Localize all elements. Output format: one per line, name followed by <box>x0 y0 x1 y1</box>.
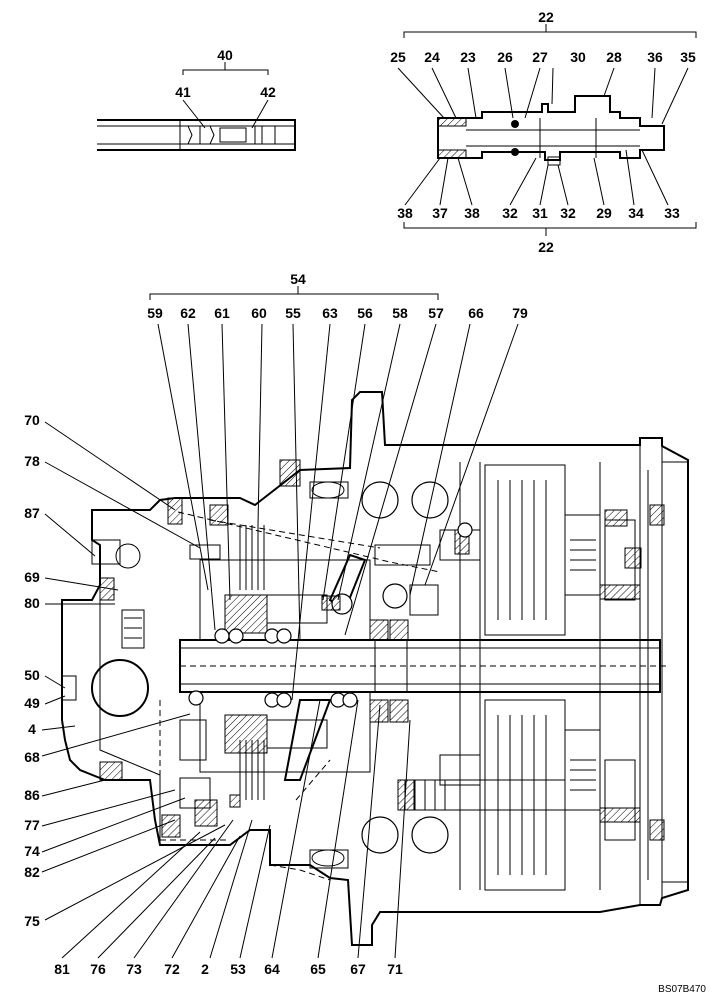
part-label-26: 26 <box>497 49 513 65</box>
part-label-41: 41 <box>175 84 191 100</box>
part-label-25: 25 <box>390 49 406 65</box>
part-label-38-right: 38 <box>464 205 480 221</box>
group-label-22-bottom: 22 <box>538 239 554 255</box>
part-label-73: 73 <box>126 961 142 977</box>
part-label-56: 56 <box>357 305 373 321</box>
part-label-80: 80 <box>24 595 40 611</box>
part-label-59: 59 <box>147 305 163 321</box>
part-label-64: 64 <box>264 961 280 977</box>
part-label-70: 70 <box>24 412 40 428</box>
part-label-79: 79 <box>512 305 528 321</box>
part-label-4: 4 <box>28 721 36 737</box>
spool-assembly-40 <box>97 62 296 151</box>
motor-cross-section <box>61 286 689 946</box>
part-label-37: 37 <box>432 205 448 221</box>
part-label-87: 87 <box>24 505 40 521</box>
part-label-72: 72 <box>164 961 180 977</box>
part-label-34: 34 <box>628 205 644 221</box>
part-label-58: 58 <box>392 305 408 321</box>
part-label-2: 2 <box>201 961 209 977</box>
part-label-28: 28 <box>606 49 622 65</box>
part-label-78: 78 <box>24 453 40 469</box>
part-label-68: 68 <box>24 749 40 765</box>
part-label-31: 31 <box>532 205 548 221</box>
part-label-69: 69 <box>24 569 40 585</box>
part-label-62: 62 <box>180 305 196 321</box>
part-label-32-left: 32 <box>502 205 518 221</box>
part-label-63: 63 <box>322 305 338 321</box>
part-label-24: 24 <box>424 49 440 65</box>
group-label-40: 40 <box>217 47 233 63</box>
group-label-22-top: 22 <box>538 9 554 25</box>
leader-lines <box>41 323 519 959</box>
part-label-27: 27 <box>532 49 548 65</box>
part-label-61: 61 <box>214 305 230 321</box>
part-label-36: 36 <box>647 49 663 65</box>
valve-assembly-22 <box>397 24 697 236</box>
part-label-29: 29 <box>596 205 612 221</box>
part-label-23: 23 <box>460 49 476 65</box>
part-label-74: 74 <box>24 843 40 859</box>
part-label-50: 50 <box>24 667 40 683</box>
part-label-60: 60 <box>251 305 267 321</box>
part-label-77: 77 <box>24 817 40 833</box>
part-label-81: 81 <box>54 961 70 977</box>
part-label-32-right: 32 <box>560 205 576 221</box>
part-label-71: 71 <box>387 961 403 977</box>
part-label-76: 76 <box>90 961 106 977</box>
part-label-86: 86 <box>24 787 40 803</box>
part-label-53: 53 <box>230 961 246 977</box>
part-label-33: 33 <box>664 205 680 221</box>
part-label-38-left: 38 <box>397 205 413 221</box>
drawing-code: BS07B470 <box>658 984 706 995</box>
part-label-75: 75 <box>24 913 40 929</box>
part-label-49: 49 <box>24 695 40 711</box>
part-label-30: 30 <box>570 49 586 65</box>
part-label-82: 82 <box>24 864 40 880</box>
part-label-35: 35 <box>680 49 696 65</box>
part-label-66: 66 <box>468 305 484 321</box>
part-label-55: 55 <box>285 305 301 321</box>
part-label-57: 57 <box>428 305 444 321</box>
group-label-54: 54 <box>290 271 306 287</box>
part-label-42: 42 <box>260 84 276 100</box>
part-label-67: 67 <box>350 961 366 977</box>
part-labels: 40 22 22 54 41 42 25 24 23 26 27 30 28 3… <box>24 9 706 995</box>
part-label-65: 65 <box>310 961 326 977</box>
